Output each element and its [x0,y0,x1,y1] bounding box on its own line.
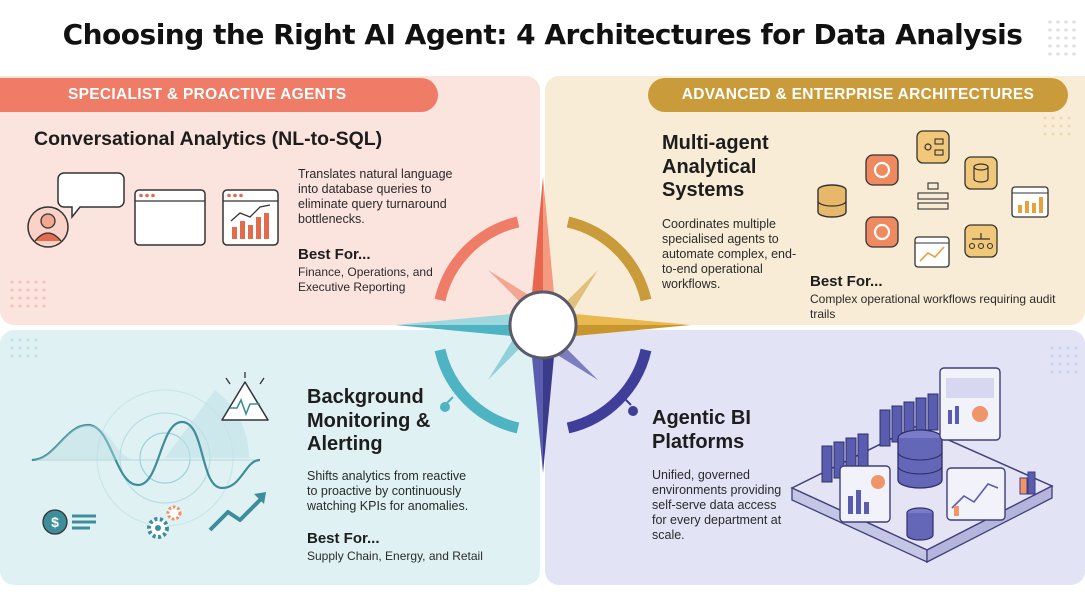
heading-agentic-bi: Agentic BI Platforms [652,407,751,453]
multi-agent-illustration [817,130,1049,268]
best-for-conversational-analytics: Finance, Operations, and Executive Repor… [298,265,433,294]
description-conversational-analytics: Translates natural language into databas… [298,167,453,226]
banner-advanced-enterprise: ADVANCED & ENTERPRISE ARCHITECTURES [648,78,1068,112]
user-avatar-icon [27,206,69,248]
central-database [897,429,943,541]
best-for-label-conversational-analytics: Best For... [298,246,371,263]
dollar-icon: $ [42,509,96,535]
heading-conversational-analytics: Conversational Analytics (NL-to-SQL) [34,128,383,150]
speech-bubble-icon [57,172,125,220]
dashboard-panels [839,367,1006,523]
description-multi-agent: Coordinates multiple specialised agents … [662,217,797,291]
description-agentic-bi: Unified, governed environments providing… [652,468,782,542]
banner-specialist-proactive: SPECIALIST & PROACTIVE AGENTS [0,78,438,112]
best-for-background-monitoring: Supply Chain, Energy, and Retail [307,549,483,563]
bar-chart-window-icon [222,189,279,246]
best-for-label-background-monitoring: Best For... [307,530,380,547]
flowchart-icon [916,130,950,210]
gear-icon [865,154,899,248]
isometric-data-platform-icon [790,367,1054,564]
monitoring-illustration: $ [30,372,269,539]
database-icon [817,184,847,218]
best-for-label-multi-agent: Best For... [810,273,883,290]
database-icon [964,156,998,190]
heading-multi-agent: Multi-agent Analytical Systems [662,132,769,202]
gears-icon [147,505,182,539]
browser-window-icon [134,189,206,246]
radar-wave-icon [30,389,261,527]
alert-triangle-icon [221,372,269,421]
best-for-multi-agent: Complex operational workflows requiring … [810,292,1056,321]
compass-rose-icon [395,177,691,473]
trend-up-arrow-icon [208,492,266,532]
bar-chart-icon [1011,186,1049,218]
line-chart-icon [914,236,950,268]
page-title: Choosing the Right AI Agent: 4 Architect… [62,18,1023,51]
nl-sql-illustration [27,172,279,248]
heading-background-monitoring: Background Monitoring & Alerting [307,386,431,456]
svg-text:$: $ [51,514,59,530]
description-background-monitoring: Shifts analytics from reactive to proact… [307,469,469,513]
hierarchy-icon [964,224,998,258]
